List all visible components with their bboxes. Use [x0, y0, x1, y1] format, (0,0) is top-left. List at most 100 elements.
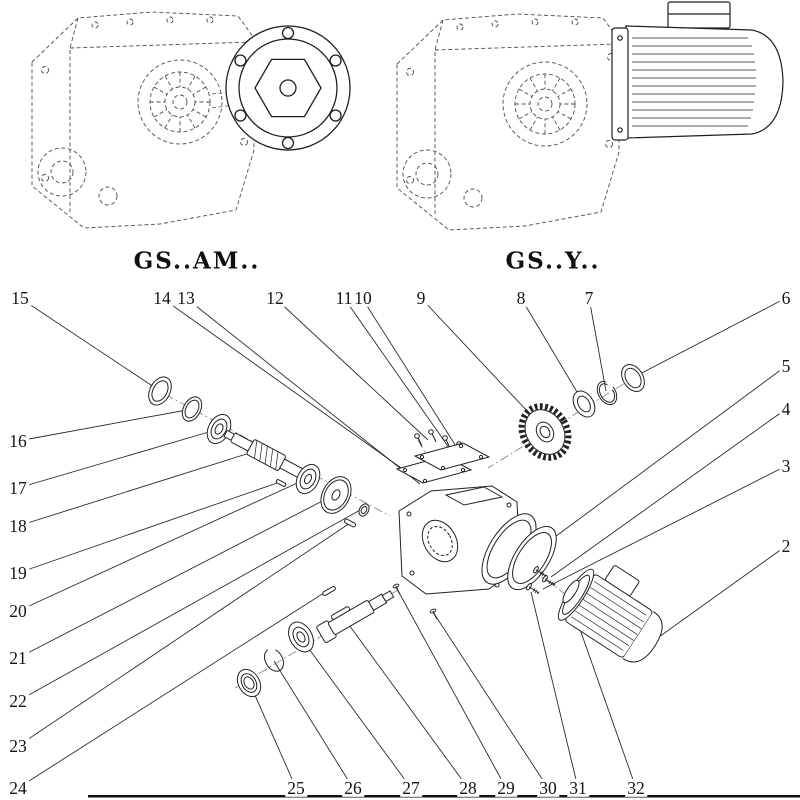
leader-28 — [343, 617, 469, 789]
callout-6: 6 — [779, 287, 793, 308]
leader-21 — [17, 494, 335, 659]
part-cover-screw — [428, 429, 437, 443]
part-roll-pin — [322, 586, 336, 596]
input-shaft-parts — [148, 376, 370, 528]
part-pin-input — [275, 479, 287, 487]
output-shaft-parts — [236, 583, 438, 698]
callout-26: 26 — [342, 777, 364, 798]
part-oil-seal-input — [148, 376, 172, 406]
gs-y-view — [396, 1, 784, 231]
part-gear-wheel — [518, 403, 572, 461]
leader-25 — [249, 683, 297, 789]
leader-22 — [17, 508, 363, 702]
part-set-screw — [392, 583, 401, 595]
leader-16 — [17, 408, 193, 442]
callout-23: 23 — [7, 735, 29, 756]
leader-lines — [17, 297, 787, 789]
output-flange-drawing — [211, 25, 351, 151]
leader-29 — [395, 586, 507, 789]
leader-2 — [644, 545, 787, 648]
callout-30: 30 — [537, 777, 559, 798]
leader-11 — [343, 297, 453, 453]
cover-assembly — [395, 429, 491, 484]
leader-20 — [17, 478, 307, 612]
callout-24: 24 — [7, 777, 29, 798]
motor-drawing — [611, 1, 784, 141]
callout-2: 2 — [779, 535, 793, 556]
leader-4 — [550, 408, 787, 578]
part-flange-gasket — [507, 525, 557, 591]
callout-29: 29 — [495, 777, 517, 798]
part-oil-seal-output — [236, 668, 262, 698]
callout-11: 11 — [333, 287, 355, 308]
leader-14 — [161, 297, 405, 471]
leader-27 — [300, 637, 412, 789]
part-key-small — [343, 518, 357, 528]
part-motor — [557, 565, 663, 663]
leader-18 — [17, 450, 257, 527]
part-set-screw — [429, 608, 438, 620]
leader-12 — [274, 297, 429, 441]
part-cover-plate — [413, 442, 491, 471]
callout-19: 19 — [7, 562, 29, 583]
callout-20: 20 — [7, 600, 29, 621]
leader-23 — [17, 522, 351, 747]
leader-17 — [17, 428, 220, 489]
page-edge-line — [88, 795, 800, 798]
leader-5 — [539, 365, 787, 549]
callout-13: 13 — [175, 287, 197, 308]
motor-side-parts — [481, 513, 663, 663]
part-snap-ring-input — [181, 396, 203, 422]
leader-31 — [530, 591, 579, 789]
leader-6 — [633, 297, 787, 378]
callout-8: 8 — [514, 287, 528, 308]
callout-27: 27 — [400, 777, 422, 798]
part-output-shaft — [316, 590, 395, 643]
callout-31: 31 — [567, 777, 589, 798]
callout-16: 16 — [7, 430, 29, 451]
callout-18: 18 — [7, 515, 29, 536]
part-cover-screw — [414, 433, 423, 447]
gear-parts — [518, 364, 645, 461]
callout-25: 25 — [285, 777, 307, 798]
leader-26 — [273, 660, 354, 789]
leader-3 — [542, 465, 787, 590]
part-bearing-input-front — [206, 413, 232, 445]
callout-4: 4 — [779, 398, 793, 419]
variant-label-gs-y: GS..Y.. — [505, 247, 601, 275]
part-circlip-output — [264, 648, 284, 672]
callout-22: 22 — [7, 690, 29, 711]
callout-28: 28 — [457, 777, 479, 798]
callout-5: 5 — [779, 355, 793, 376]
part-retaining-ring — [621, 364, 645, 392]
part-flange-screw — [526, 583, 540, 595]
leader-13 — [185, 297, 421, 485]
leader-8 — [520, 297, 584, 403]
callout-32: 32 — [625, 777, 647, 798]
callout-10: 10 — [352, 287, 374, 308]
part-bearing-output — [288, 621, 314, 653]
part-o-ring-small — [358, 503, 370, 517]
leader-10 — [361, 297, 467, 463]
callout-15: 15 — [9, 287, 31, 308]
callout-12: 12 — [264, 287, 286, 308]
part-flange-screw — [542, 575, 556, 587]
callout-3: 3 — [779, 455, 793, 476]
leader-15 — [19, 297, 161, 392]
exploded-view — [17, 297, 787, 789]
callout-7: 7 — [582, 287, 596, 308]
part-circlip — [596, 380, 618, 406]
leader-9 — [420, 297, 544, 429]
gs-am-view — [31, 11, 351, 229]
callout-9: 9 — [414, 287, 428, 308]
leader-30 — [432, 611, 549, 789]
leader-19 — [17, 481, 281, 574]
variant-label-gs-am: GS..AM.. — [133, 247, 261, 275]
leader-32 — [569, 600, 637, 789]
callout-14: 14 — [151, 287, 173, 308]
part-bearing-input-rear — [295, 463, 321, 495]
callout-17: 17 — [7, 477, 29, 498]
part-cover-screw — [442, 435, 451, 449]
